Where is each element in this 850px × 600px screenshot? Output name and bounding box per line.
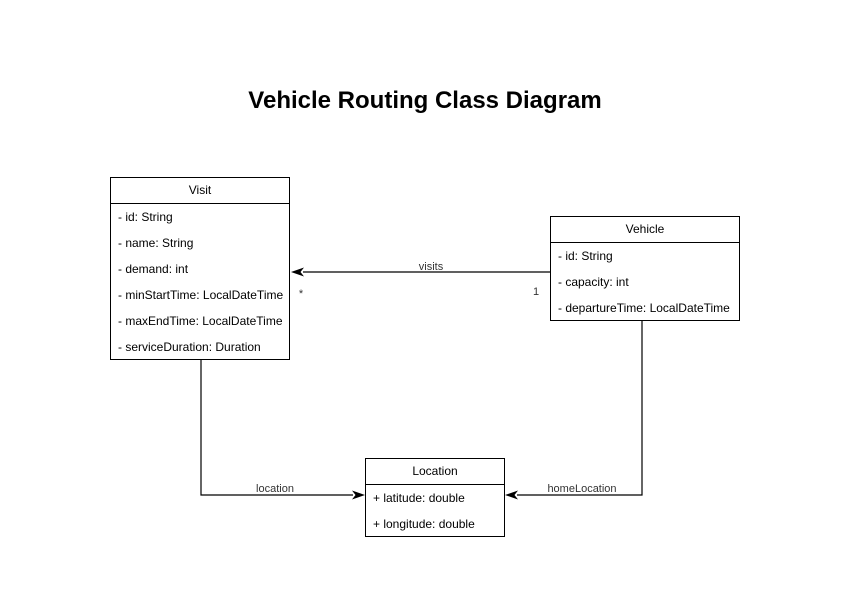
class-name-location: Location <box>366 459 504 485</box>
class-attribute: + longitude: double <box>373 517 475 531</box>
class-attributes-vehicle: - id: String - capacity: int - departure… <box>551 243 739 321</box>
class-attribute: + latitude: double <box>373 491 465 505</box>
edge-visits-label: visits <box>419 261 444 273</box>
diagram-title: Vehicle Routing Class Diagram <box>248 87 602 114</box>
class-attribute: - departureTime: LocalDateTime <box>558 301 730 315</box>
class-node-location: Location + latitude: double + longitude:… <box>365 458 505 537</box>
class-attribute: - maxEndTime: LocalDateTime <box>118 314 283 328</box>
class-node-vehicle: Vehicle - id: String - capacity: int - d… <box>550 216 740 321</box>
edge-homelocation-arrowhead <box>505 490 518 500</box>
class-attribute: - name: String <box>118 236 194 250</box>
class-attribute: - serviceDuration: Duration <box>118 340 261 354</box>
class-attribute: - demand: int <box>118 262 189 276</box>
class-node-visit: Visit - id: String - name: String - dema… <box>110 177 290 360</box>
class-attribute: - minStartTime: LocalDateTime <box>118 288 284 302</box>
edge-homelocation-line <box>517 321 643 496</box>
class-attribute: - capacity: int <box>558 275 629 289</box>
edge-visits-arrowhead <box>291 267 304 277</box>
edge-visits-multiplicity-source: 1 <box>533 286 539 298</box>
class-attributes-location: + latitude: double + longitude: double <box>366 485 504 537</box>
edge-location-line <box>200 360 353 496</box>
edge-location-arrowhead <box>352 490 365 500</box>
edge-location-label: location <box>256 483 294 495</box>
edge-homelocation-label: homeLocation <box>547 483 616 495</box>
class-attributes-visit: - id: String - name: String - demand: in… <box>111 204 289 360</box>
edge-visits-multiplicity-target: * <box>299 288 304 300</box>
class-attribute: - id: String <box>118 210 173 224</box>
class-name-vehicle: Vehicle <box>551 217 739 243</box>
class-name-visit: Visit <box>111 178 289 204</box>
class-attribute: - id: String <box>558 249 613 263</box>
